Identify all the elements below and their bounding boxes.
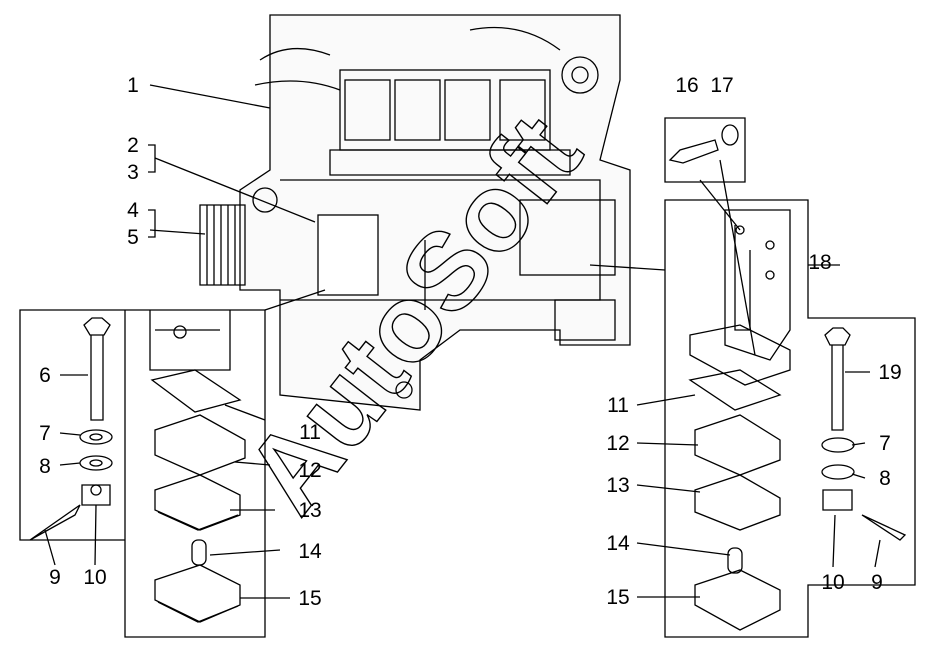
- callout-8: 8: [39, 455, 51, 478]
- callout-11: 11: [299, 421, 321, 444]
- callout-9-right: 9: [871, 571, 883, 594]
- callout-6: 6: [39, 364, 51, 387]
- callout-9: 9: [49, 566, 61, 589]
- callout-5: 5: [127, 226, 139, 249]
- callout-18: 18: [808, 251, 831, 274]
- callout-12: 12: [298, 459, 321, 482]
- callout-7: 7: [39, 422, 51, 445]
- callout-1: 1: [127, 74, 139, 97]
- callout-4: 4: [127, 199, 139, 222]
- callout-15: 15: [298, 587, 321, 610]
- callout-13: 13: [298, 499, 321, 522]
- callout-14: 14: [298, 540, 322, 563]
- callout-15-right: 15: [606, 586, 629, 609]
- callout-2: 2: [127, 134, 139, 157]
- callout-8-right: 8: [879, 467, 891, 490]
- callout-3: 3: [127, 161, 139, 184]
- left-mount-parts: [29, 310, 290, 623]
- callout-11-right: 11: [607, 394, 629, 417]
- callout-13-right: 13: [606, 474, 629, 497]
- right-mount-parts: [636, 124, 907, 631]
- callout-12-right: 12: [606, 432, 629, 455]
- callout-17: 17: [710, 74, 733, 97]
- callout-14-right: 14: [606, 532, 630, 555]
- callout-10: 10: [83, 566, 106, 589]
- callout-19: 19: [878, 361, 901, 384]
- engine-drawing: [199, 14, 631, 411]
- callout-10-right: 10: [821, 571, 844, 594]
- callout-16: 16: [675, 74, 698, 97]
- callout-7-right: 7: [879, 432, 891, 455]
